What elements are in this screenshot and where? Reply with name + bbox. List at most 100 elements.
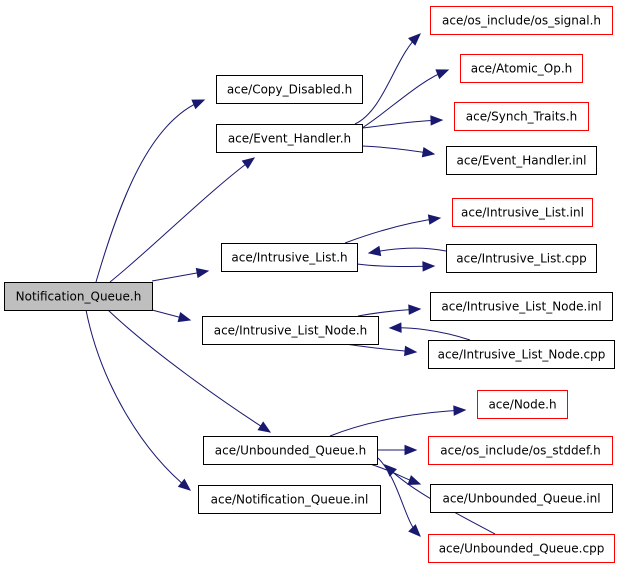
edge-line: [95, 99, 205, 283]
node-box: [446, 146, 597, 175]
edge-intrusive-list-node-h-to-intrusive-list-node-cpp: [345, 343, 418, 357]
node-label: ace/Intrusive_List.inl: [461, 206, 584, 220]
node-unbounded-queue-cpp[interactable]: ace/Unbounded_Queue.cpp: [428, 534, 615, 563]
node-unbounded-queue-inl[interactable]: ace/Unbounded_Queue.inl: [430, 484, 613, 513]
node-notification-queue-inl[interactable]: ace/Notification_Queue.inl: [198, 485, 381, 514]
node-copy-disabled-h[interactable]: ace/Copy_Disabled.h: [216, 75, 363, 104]
edge-intrusive-list-node-cpp-to-intrusive-list-node-h: [388, 322, 471, 341]
edge-arrowhead: [407, 475, 422, 486]
node-label: ace/Notification_Queue.inl: [211, 493, 369, 507]
edge-arrowhead: [408, 304, 422, 315]
edge-arrowhead: [453, 405, 467, 416]
node-box: [446, 244, 597, 273]
edge-arrowhead: [404, 444, 418, 456]
edge-arrowhead: [408, 33, 421, 46]
node-intrusive-list-node-h[interactable]: ace/Intrusive_List_Node.h: [202, 316, 379, 345]
edge-arrowhead: [427, 214, 442, 225]
edge-intrusive-list-h-to-intrusive-list-inl: [344, 214, 442, 244]
edge-arrowhead: [422, 261, 436, 272]
edge-notification-queue-h-to-intrusive-list-node-h: [151, 309, 192, 323]
edge-arrowhead: [177, 312, 192, 323]
edge-arrowhead: [421, 146, 436, 158]
node-atomic-op-h[interactable]: ace/Atomic_Op.h: [460, 54, 583, 83]
node-label: ace/Copy_Disabled.h: [227, 83, 352, 97]
node-label: ace/Event_Handler.inl: [457, 154, 587, 168]
node-box: [430, 292, 613, 321]
node-intrusive-list-inl[interactable]: ace/Intrusive_List.inl: [452, 198, 593, 227]
node-box: [216, 75, 363, 104]
node-unbounded-queue-h[interactable]: ace/Unbounded_Queue.h: [203, 436, 378, 465]
node-node-h[interactable]: ace/Node.h: [477, 390, 568, 419]
edge-unbounded-queue-h-to-unbounded-queue-inl: [369, 463, 422, 486]
edge-notification-queue-h-to-copy-disabled-h: [95, 99, 206, 283]
node-box: [203, 436, 378, 465]
node-label: Notification_Queue.h: [16, 290, 142, 304]
node-os-stddef-h[interactable]: ace/os_include/os_stddef.h: [428, 436, 613, 465]
edge-line: [354, 33, 421, 125]
edge-notification-queue-h-to-notification-queue-inl: [85, 309, 192, 491]
edge-notification-queue-h-to-unbounded-queue-h: [107, 309, 272, 433]
node-box: [454, 102, 589, 131]
node-box: [477, 390, 568, 419]
node-synch-traits-h[interactable]: ace/Synch_Traits.h: [454, 102, 589, 131]
node-label: ace/Unbounded_Queue.h: [215, 444, 366, 458]
edge-arrowhead: [191, 99, 206, 110]
edge-intrusive-list-cpp-to-intrusive-list-h: [367, 245, 447, 257]
edge-intrusive-list-node-h-to-intrusive-list-node-inl: [357, 304, 422, 317]
edges-layer: [85, 33, 496, 537]
edge-line: [329, 409, 466, 437]
edge-line: [377, 457, 421, 537]
node-box: [221, 243, 358, 272]
node-label: ace/Synch_Traits.h: [466, 110, 577, 124]
node-label: ace/Unbounded_Queue.cpp: [439, 542, 605, 556]
node-box: [4, 282, 153, 311]
node-event-handler-inl[interactable]: ace/Event_Handler.inl: [446, 146, 597, 175]
edge-event-handler-h-to-atomic-op-h: [361, 69, 450, 129]
edge-unbounded-queue-h-to-unbounded-queue-cpp: [377, 457, 421, 537]
edge-unbounded-queue-h-to-node-h: [329, 405, 467, 437]
edge-line: [361, 119, 443, 129]
edge-line: [85, 309, 191, 491]
edge-arrowhead: [435, 69, 450, 80]
edge-arrowhead: [367, 245, 382, 257]
edge-line: [109, 157, 255, 283]
node-intrusive-list-h[interactable]: ace/Intrusive_List.h: [221, 243, 358, 272]
node-label: ace/Intrusive_List_Node.h: [214, 324, 368, 338]
edge-arrowhead: [257, 421, 272, 433]
edge-arrowhead: [388, 322, 402, 333]
edge-arrowhead: [408, 524, 421, 537]
node-box: [430, 484, 613, 513]
node-label: ace/Unbounded_Queue.inl: [442, 492, 600, 506]
node-label: ace/Event_Handler.h: [228, 132, 351, 146]
node-label: ace/os_include/os_stddef.h: [440, 444, 600, 458]
node-event-handler-h[interactable]: ace/Event_Handler.h: [216, 124, 363, 153]
node-box: [428, 436, 613, 465]
edge-event-handler-h-to-os-signal-h: [354, 33, 421, 125]
node-notification-queue-h: Notification_Queue.h: [4, 282, 153, 311]
edge-event-handler-h-to-synch-traits-h: [361, 115, 444, 129]
node-box: [460, 54, 583, 83]
node-box: [452, 198, 593, 227]
edge-arrowhead: [384, 464, 397, 477]
edge-arrowhead: [430, 115, 444, 126]
edge-unbounded-queue-h-to-os-stddef-h: [377, 444, 418, 456]
edge-arrowhead: [404, 345, 418, 357]
node-box: [198, 485, 381, 514]
node-box: [428, 340, 615, 369]
node-intrusive-list-node-inl[interactable]: ace/Intrusive_List_Node.inl: [430, 292, 613, 321]
node-os-signal-h[interactable]: ace/os_include/os_signal.h: [430, 6, 613, 35]
edge-notification-queue-h-to-intrusive-list-h: [151, 267, 210, 282]
node-label: ace/Intrusive_List_Node.cpp: [438, 348, 606, 362]
node-intrusive-list-node-cpp[interactable]: ace/Intrusive_List_Node.cpp: [428, 340, 615, 369]
node-box: [202, 316, 379, 345]
edge-intrusive-list-h-to-intrusive-list-cpp: [356, 261, 436, 272]
node-intrusive-list-cpp[interactable]: ace/Intrusive_List.cpp: [446, 244, 597, 273]
edge-notification-queue-h-to-event-handler-h: [109, 157, 256, 283]
edge-line: [344, 217, 441, 244]
node-box: [216, 124, 363, 153]
edge-line: [389, 327, 471, 341]
edge-arrowhead: [195, 267, 210, 279]
node-label: ace/Intrusive_List_Node.inl: [441, 300, 601, 314]
edge-arrowhead: [241, 157, 256, 170]
